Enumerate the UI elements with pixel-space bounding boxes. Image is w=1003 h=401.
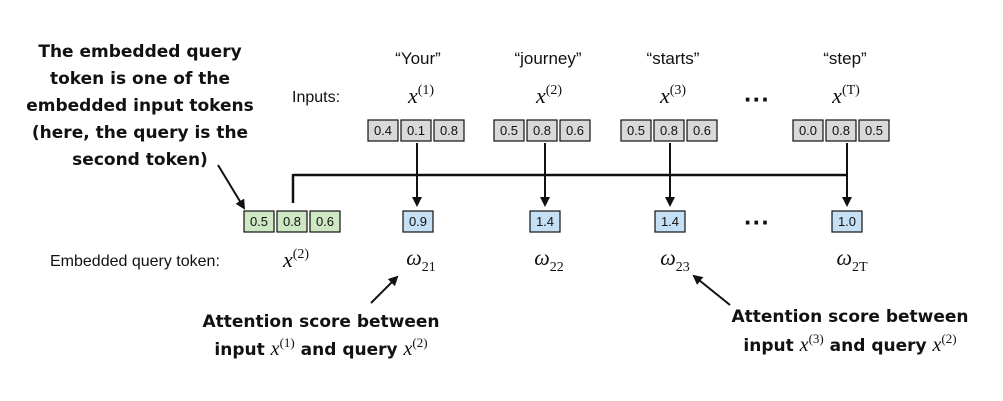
connector-lines bbox=[291, 143, 852, 207]
query-cell-value: 0.6 bbox=[316, 214, 334, 229]
note-right-line2: input x(3) and query x(2) bbox=[743, 331, 956, 356]
query-cell-value: 0.5 bbox=[250, 214, 268, 229]
input-cell bbox=[493, 119, 525, 142]
score-symbol: ω21 bbox=[406, 245, 436, 275]
attention-score-3: 1.4 ω23 bbox=[654, 210, 690, 275]
input-cell bbox=[620, 119, 652, 142]
input-cell bbox=[825, 119, 857, 142]
input-cell-value: 0.8 bbox=[533, 123, 551, 138]
query-note-line: token is one of the bbox=[50, 69, 230, 89]
score-value: 1.0 bbox=[838, 214, 856, 229]
input-cell bbox=[400, 119, 432, 142]
token-variable: x(2) bbox=[535, 83, 562, 108]
query-cell bbox=[276, 210, 308, 233]
score-symbol: ω23 bbox=[660, 245, 690, 275]
query-cell-value: 0.8 bbox=[283, 214, 301, 229]
note-left-arrow bbox=[370, 275, 399, 304]
token-column-1: “Your” x(1) 0.4 0.1 0.8 bbox=[367, 49, 465, 142]
input-cell bbox=[686, 119, 718, 142]
query-token: 0.5 0.8 0.6 Embedded query token: x(2) bbox=[50, 210, 341, 272]
note-left: Attention score between input x(1) and q… bbox=[202, 312, 439, 360]
input-cell-value: 0.5 bbox=[865, 123, 883, 138]
input-cell-value: 0.0 bbox=[799, 123, 817, 138]
score-value: 1.4 bbox=[536, 214, 554, 229]
ellipsis-inputs: ··· bbox=[744, 84, 770, 114]
attention-score-2: 1.4 ω22 bbox=[529, 210, 564, 275]
note-right-line1: Attention score between bbox=[731, 307, 968, 327]
query-cell bbox=[243, 210, 275, 233]
note-right-arrow bbox=[692, 274, 731, 306]
token-column-2: “journey” x(2) 0.5 0.8 0.6 bbox=[493, 49, 591, 142]
input-cell bbox=[526, 119, 558, 142]
score-cell bbox=[654, 210, 686, 233]
input-cell bbox=[858, 119, 890, 142]
input-cell-value: 0.8 bbox=[832, 123, 850, 138]
ellipsis-scores: ··· bbox=[744, 207, 770, 237]
input-cell bbox=[792, 119, 824, 142]
query-note: The embedded query token is one of the e… bbox=[26, 42, 254, 170]
query-note-line: second token) bbox=[72, 150, 208, 170]
query-note-line: The embedded query bbox=[38, 42, 241, 62]
query-note-line: embedded input tokens bbox=[26, 96, 254, 116]
token-word: “starts” bbox=[647, 49, 700, 68]
query-label: Embedded query token: bbox=[50, 253, 220, 270]
note-right: Attention score between input x(3) and q… bbox=[731, 307, 968, 356]
note-left-line2: input x(1) and query x(2) bbox=[214, 335, 427, 360]
score-symbol: ω22 bbox=[534, 245, 564, 275]
score-cell bbox=[831, 210, 863, 233]
input-cell-value: 0.6 bbox=[693, 123, 711, 138]
token-variable: x(1) bbox=[407, 83, 434, 108]
input-cell-value: 0.5 bbox=[627, 123, 645, 138]
token-variable: x(T) bbox=[831, 83, 860, 108]
token-word: “journey” bbox=[514, 49, 581, 68]
token-word: “Your” bbox=[395, 49, 441, 68]
score-symbol: ω2T bbox=[836, 245, 868, 275]
query-variable: x(2) bbox=[282, 247, 309, 272]
note-left-line1: Attention score between bbox=[202, 312, 439, 332]
input-cell-value: 0.4 bbox=[374, 123, 392, 138]
token-column-T: “step” x(T) 0.0 0.8 0.5 bbox=[792, 49, 890, 142]
query-note-line: (here, the query is the bbox=[32, 123, 248, 143]
query-note-arrow bbox=[217, 164, 246, 210]
input-cell-value: 0.1 bbox=[407, 123, 425, 138]
score-cell bbox=[529, 210, 561, 233]
input-cell bbox=[367, 119, 399, 142]
token-variable: x(3) bbox=[659, 83, 686, 108]
input-cell bbox=[653, 119, 685, 142]
attention-score-1: 0.9 ω21 bbox=[402, 210, 436, 275]
input-cell-value: 0.5 bbox=[500, 123, 518, 138]
score-value: 0.9 bbox=[409, 214, 427, 229]
attention-score-T: 1.0 ω2T bbox=[831, 210, 868, 275]
token-column-3: “starts” x(3) 0.5 0.8 0.6 bbox=[620, 49, 718, 142]
score-value: 1.4 bbox=[661, 214, 679, 229]
input-cell bbox=[559, 119, 591, 142]
score-cell bbox=[402, 210, 434, 233]
input-cell-value: 0.8 bbox=[660, 123, 678, 138]
token-word: “step” bbox=[823, 49, 867, 68]
query-cell bbox=[309, 210, 341, 233]
input-cell-value: 0.8 bbox=[440, 123, 458, 138]
input-cell-value: 0.6 bbox=[566, 123, 584, 138]
input-cell bbox=[433, 119, 465, 142]
inputs-label: Inputs: bbox=[292, 89, 340, 106]
